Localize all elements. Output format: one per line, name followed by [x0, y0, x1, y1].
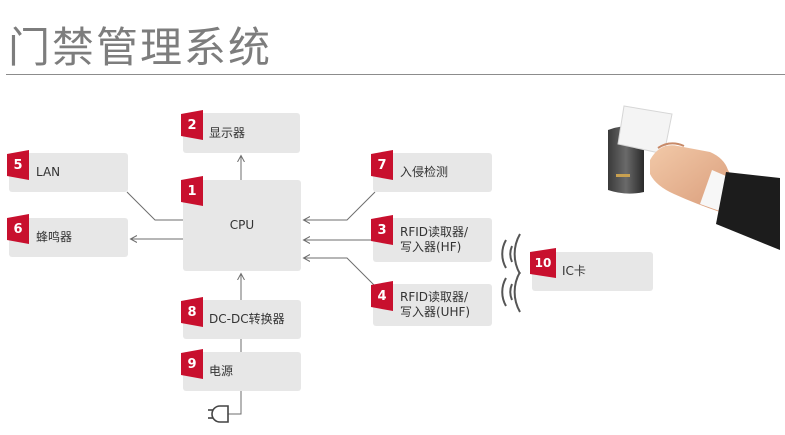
intrusion-label: 入侵检测	[400, 165, 449, 179]
rfid-hf-line1: RFID读取器/	[400, 225, 469, 239]
display-badge: 2	[181, 110, 203, 140]
lan-label: LAN	[36, 165, 61, 179]
power-label: 电源	[209, 364, 234, 378]
wire-intrusion-cpu	[304, 191, 376, 220]
buzzer-label: 蜂鸣器	[36, 230, 73, 244]
rfid-uhf-line1: RFID读取器/	[400, 290, 469, 304]
cpu-badge: 1	[181, 176, 203, 206]
card-reader-photo	[608, 105, 780, 250]
dcdc-box: DC-DC转换器	[183, 300, 301, 339]
page-title: 门禁管理系统	[8, 23, 273, 72]
display-label: 显示器	[209, 125, 246, 140]
rfid-hf-line2: 写入器(HF)	[400, 240, 462, 254]
dcdc-badge: 8	[181, 297, 203, 327]
ic-card-badge: 10	[530, 248, 556, 278]
title-divider	[6, 74, 785, 75]
wire-rfiduhf-cpu	[304, 258, 376, 287]
rfid-uhf-line2: 写入器(UHF)	[400, 305, 471, 319]
cpu-label: CPU	[229, 218, 255, 232]
dcdc-label: DC-DC转换器	[209, 312, 285, 326]
intrusion-badge: 7	[371, 150, 393, 180]
buzzer-badge: 6	[7, 214, 29, 244]
wire-lan-cpu	[126, 191, 183, 221]
ic-card-label: IC卡	[562, 264, 586, 278]
rfid-hf-badge: 3	[371, 215, 393, 245]
rfid-uhf-badge: 4	[371, 281, 393, 311]
power-plug-icon	[208, 405, 229, 423]
power-badge: 9	[181, 349, 203, 379]
wire-plug	[228, 391, 242, 415]
wireless-wave-icon	[501, 233, 521, 313]
lan-badge: 5	[7, 150, 29, 180]
